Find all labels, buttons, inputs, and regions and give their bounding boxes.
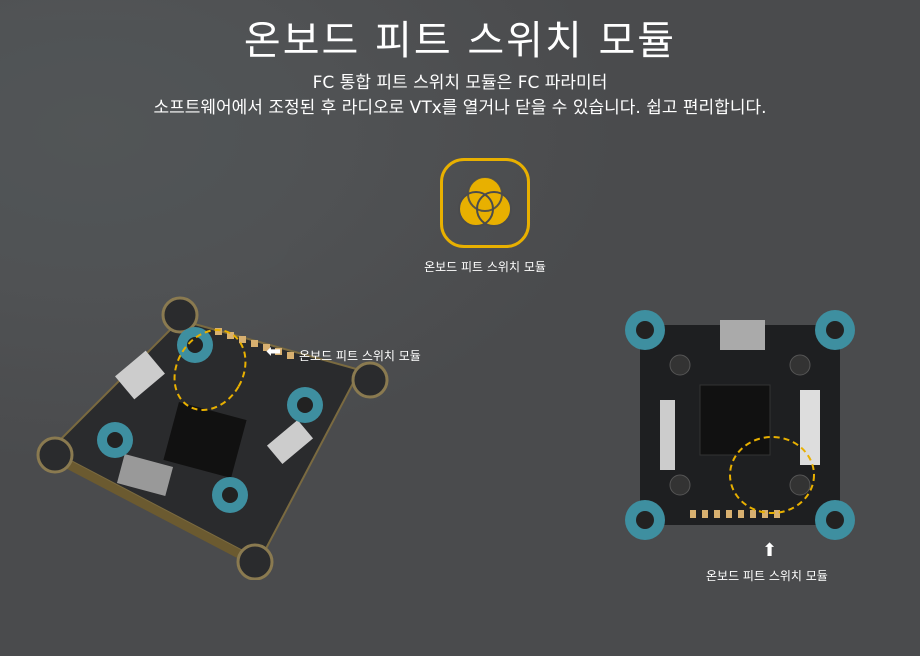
subtitle-line-2: 소프트웨어에서 조정된 후 라디오로 VTx를 열거나 닫을 수 있습니다. 쉽…: [153, 98, 767, 118]
callout-label-left: 온보드 피트 스위치 모듈: [299, 349, 421, 363]
feature-icon-label: 온보드 피트 스위치 모듈: [424, 260, 546, 274]
flight-controller-board-angled: [36, 296, 389, 580]
callout-label-right: 온보드 피트 스위치 모듈: [706, 569, 828, 583]
venn-circles-icon: [440, 158, 530, 248]
subtitle-line-1: FC 통합 피트 스위치 모듈은 FC 파라미터: [312, 73, 608, 93]
page-title: 온보드 피트 스위치 모듈: [243, 18, 677, 64]
background-board-image: [0, 20, 290, 270]
arrow-left-icon: ⬅: [266, 341, 282, 362]
flight-controller-board-top: [625, 310, 855, 540]
arrow-up-icon: ⬆: [762, 540, 778, 561]
